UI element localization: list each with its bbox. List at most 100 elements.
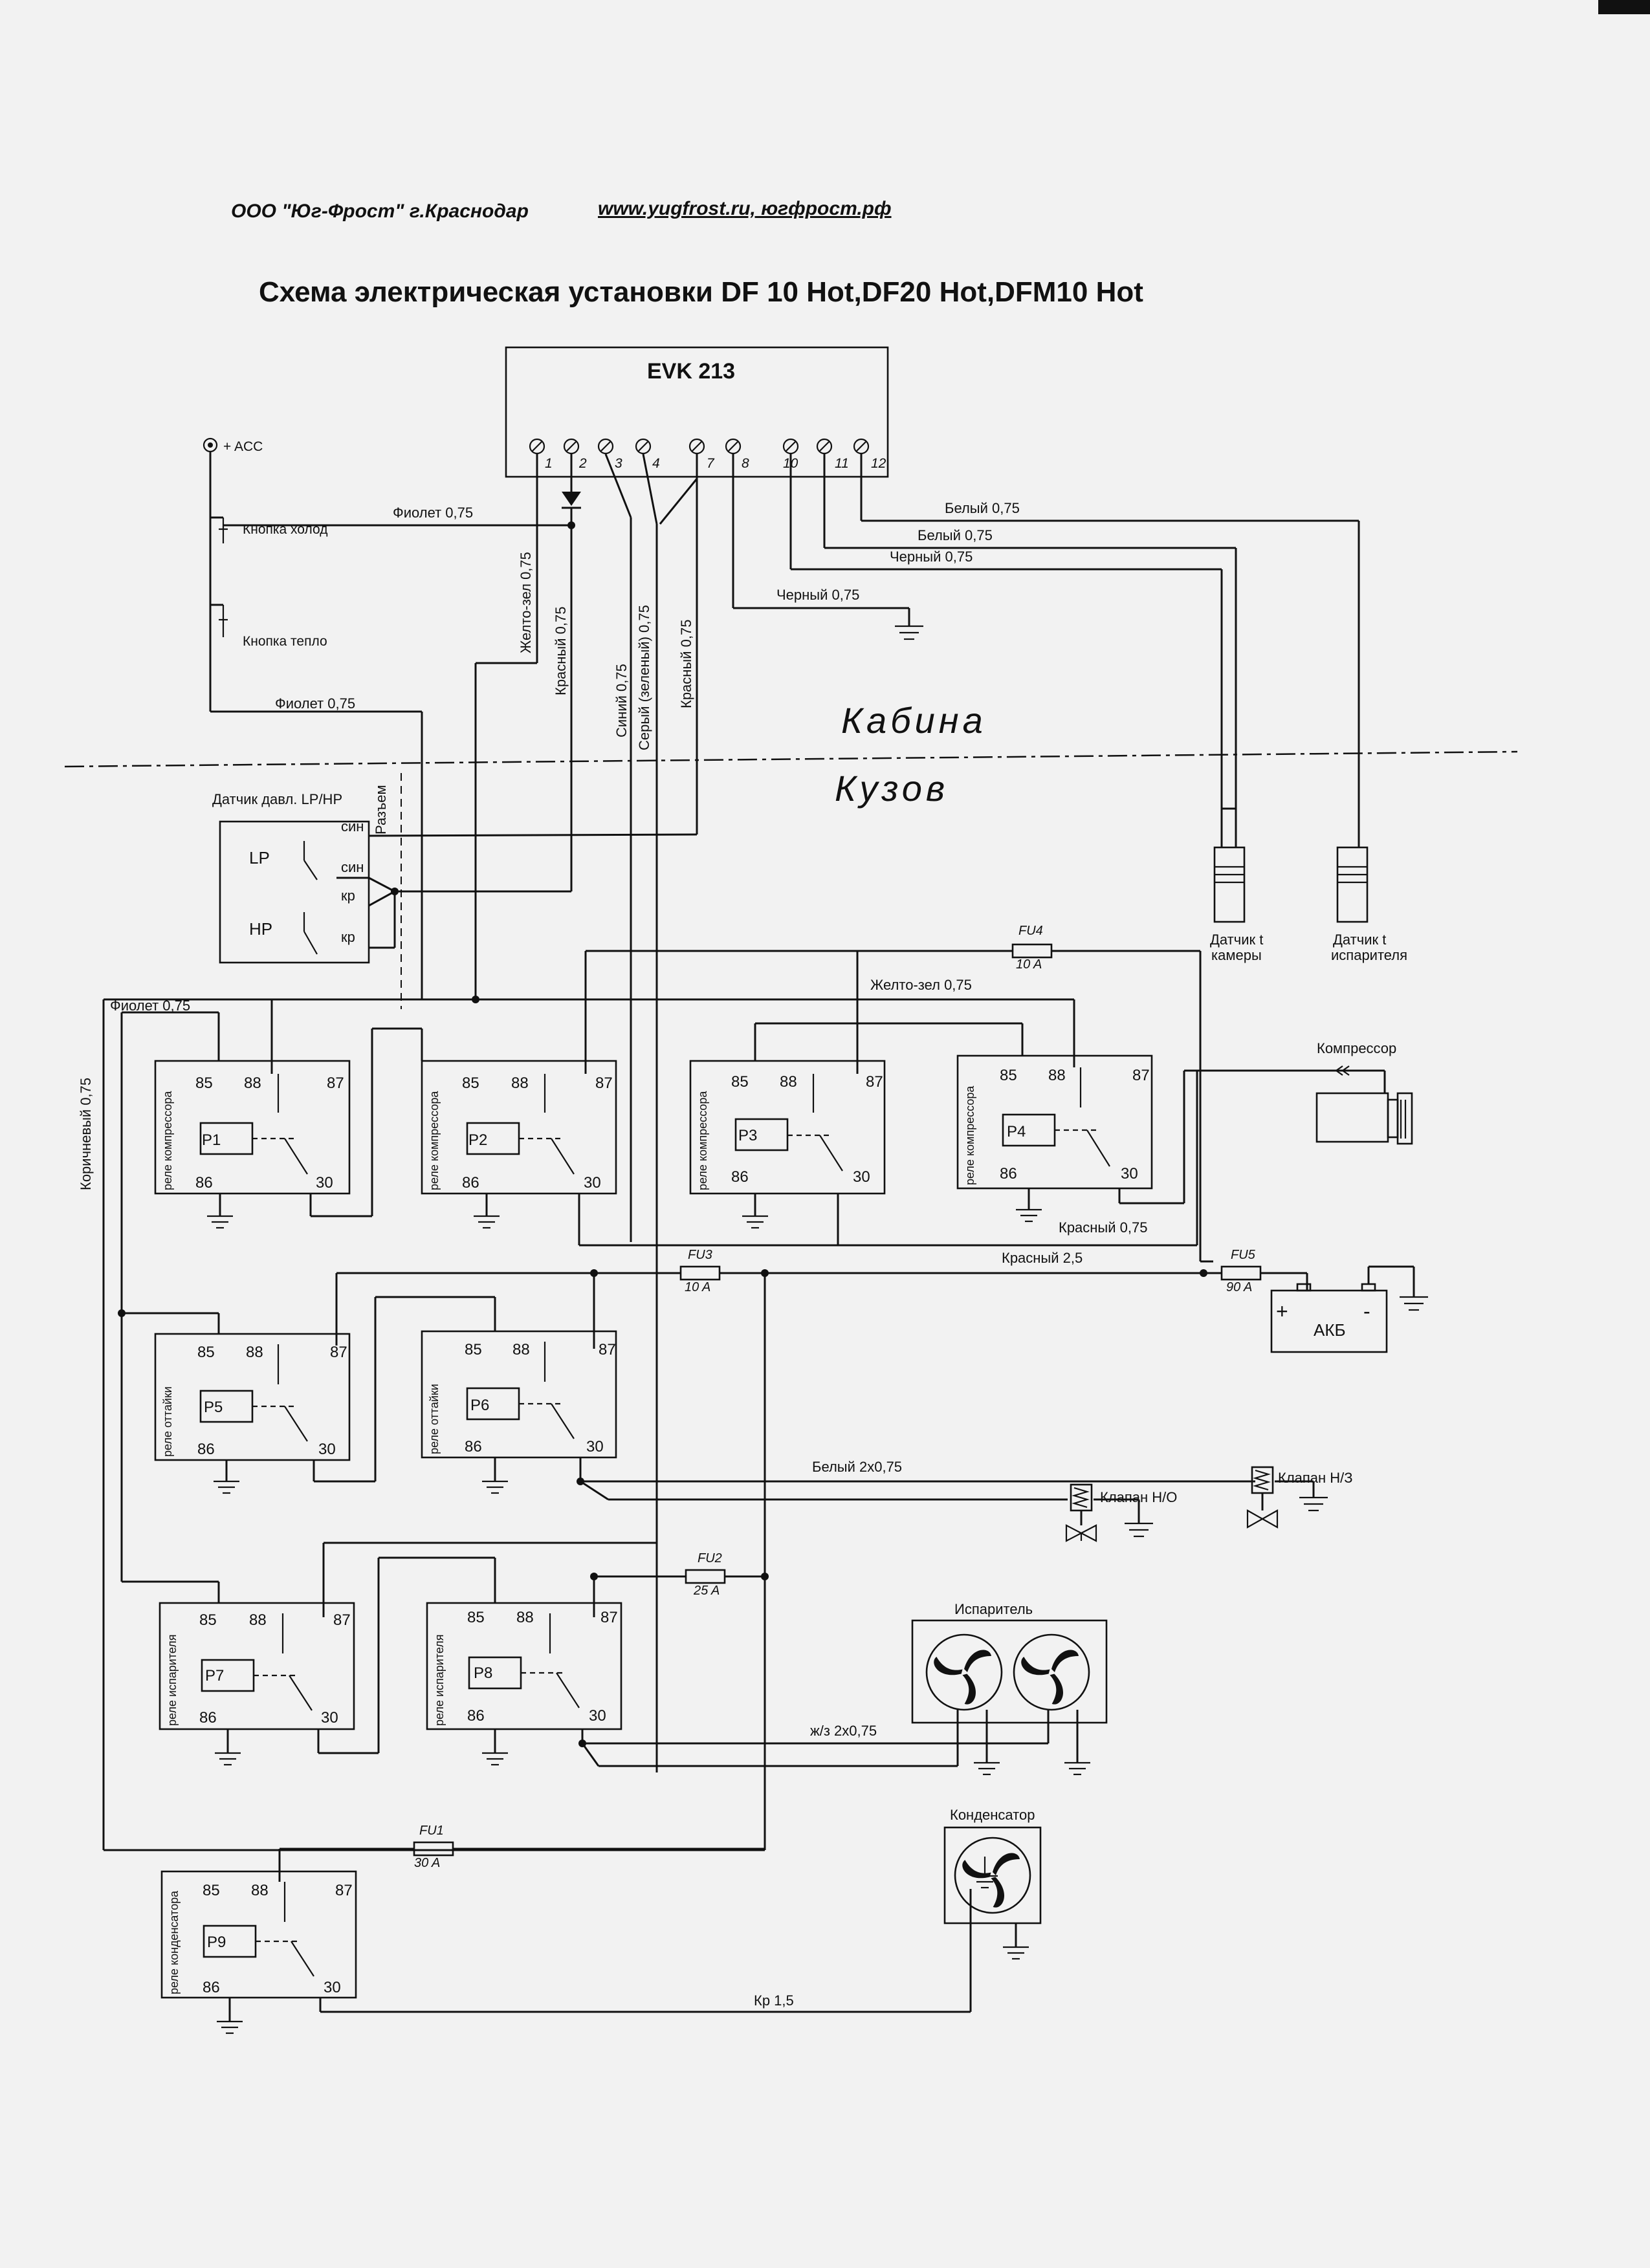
wire-label-red-h: Красный 0,75	[1059, 1219, 1147, 1236]
pin-85: 85	[199, 1611, 217, 1629]
pressure-sensor-wiring	[303, 773, 698, 1009]
fuse-fu2-name: FU2	[698, 1551, 722, 1565]
terminal-label-12: 12	[871, 456, 886, 471]
battery-plus: +	[1276, 1300, 1288, 1323]
wire-label-red-main: Красный 2,5	[1002, 1250, 1083, 1266]
relay-p8	[426, 1602, 622, 1753]
body-wiring	[102, 950, 1330, 2013]
relay-p5-caption: реле оттайки	[161, 1386, 174, 1457]
fuse-fu4	[1011, 943, 1053, 959]
evaporator-sensor-label-2: испарителя	[1331, 947, 1407, 963]
pressure-sensor-hp: HP	[249, 919, 272, 939]
wire-label-white-2: Белый 0,75	[918, 527, 993, 543]
valve-nc-label: Клапан Н/З	[1278, 1470, 1353, 1486]
fuse-fu4-name: FU4	[1018, 924, 1043, 938]
condenser-fan-icon	[943, 1826, 1042, 1960]
pin-88: 88	[1048, 1067, 1066, 1084]
pin-88: 88	[244, 1074, 261, 1092]
fuse-fu1-name: FU1	[419, 1824, 444, 1838]
pin-88: 88	[249, 1611, 267, 1629]
relay-p4-id: P4	[1007, 1123, 1026, 1140]
pin-87: 87	[866, 1073, 883, 1091]
chamber-temp-sensor	[1213, 807, 1246, 923]
pin-86: 86	[1000, 1165, 1017, 1183]
pin-30: 30	[321, 1709, 338, 1727]
pin-86: 86	[467, 1707, 485, 1725]
pin-87: 87	[330, 1344, 347, 1361]
relay-pin-numbers: 85 88 87 86 30 85 88 87 86 30 85 88 87 8…	[195, 1067, 1150, 1996]
pin-85: 85	[731, 1073, 749, 1091]
controller-name: EVK 213	[647, 359, 735, 384]
wire-label-red-v1: Красный 0,75	[553, 607, 569, 695]
pin-85: 85	[203, 1882, 220, 1899]
wire-label-violet-1: Фиолет 0,75	[393, 505, 473, 521]
pin-85: 85	[467, 1609, 485, 1626]
cold-button-label: Кнопка холод	[243, 522, 328, 537]
pin-86: 86	[462, 1174, 479, 1192]
pressure-pin-3: кр	[341, 888, 355, 904]
pressure-sensor-title: Датчик давл. LP/HP	[212, 791, 342, 807]
relay-p3-caption: реле компрессора	[696, 1091, 709, 1190]
chamber-sensor-label-2: камеры	[1211, 947, 1262, 963]
compressor-icon	[1315, 1065, 1413, 1145]
fuse-fu5-rating: 90 A	[1226, 1280, 1252, 1294]
wire-label-red-v2: Красный 0,75	[678, 620, 694, 708]
evaporator-temp-sensor	[1336, 841, 1369, 923]
relay-p6-id: P6	[470, 1397, 489, 1414]
terminal-label-8: 8	[742, 456, 749, 471]
wire-label-white-valves: Белый 2х0,75	[812, 1459, 902, 1475]
pin-88: 88	[780, 1073, 797, 1091]
relay-p7-id: P7	[205, 1667, 224, 1685]
relay-p5-id: P5	[204, 1399, 223, 1416]
terminal-label-11: 11	[835, 456, 849, 471]
wire-label-violet-3: Фиолет 0,75	[110, 998, 190, 1014]
terminal-label-1: 1	[545, 456, 553, 471]
battery-icon	[1270, 1265, 1428, 1353]
relay-p9-caption: реле конденсатора	[168, 1890, 181, 1994]
evaporator-fans-icon	[911, 1619, 1108, 1776]
pin-30: 30	[853, 1168, 870, 1186]
pin-88: 88	[246, 1344, 263, 1361]
relay-p7-caption: реле испарителя	[166, 1634, 179, 1726]
relay-p5	[154, 1333, 351, 1481]
battery-label: АКБ	[1314, 1320, 1346, 1340]
pin-88: 88	[512, 1341, 530, 1358]
website: www.yugfrost.ru, югфрост.рф	[598, 198, 892, 219]
pressure-sensor-lp: LP	[249, 848, 270, 867]
relay-p8-id: P8	[474, 1664, 492, 1682]
valve-no-label: Клапан Н/О	[1100, 1489, 1177, 1505]
relay-p3	[689, 1060, 886, 1216]
valve-nc-icon	[1246, 1466, 1328, 1529]
controller-terminals	[529, 438, 870, 455]
pin-87: 87	[335, 1882, 353, 1899]
fuse-fu1-rating: 30 A	[414, 1856, 440, 1870]
cabin-wiring	[203, 437, 1360, 1772]
relay-p2-id: P2	[468, 1131, 487, 1149]
relay-p8-caption: реле испарителя	[433, 1634, 446, 1726]
relay-p1-caption: реле компрессора	[161, 1091, 174, 1190]
pressure-pin-2: син	[341, 859, 364, 875]
pressure-pin-4: кр	[341, 929, 355, 945]
terminal-label-2: 2	[578, 456, 587, 471]
wire-label-brown-v: Коричневый 0,75	[78, 1078, 94, 1190]
pin-86: 86	[197, 1441, 215, 1458]
pin-86: 86	[731, 1168, 749, 1186]
pin-85: 85	[197, 1344, 215, 1361]
battery-minus: -	[1363, 1300, 1370, 1323]
wire-label-white-1: Белый 0,75	[945, 500, 1020, 516]
evaporator-sensor-label-1: Датчик t	[1333, 932, 1386, 948]
wire-label-violet-2: Фиолет 0,75	[275, 695, 355, 712]
evaporator-label: Испаритель	[954, 1601, 1033, 1617]
terminal-label-4: 4	[652, 456, 660, 471]
pressure-sensor-box	[219, 820, 370, 964]
relay-p2	[421, 1060, 617, 1216]
pin-30: 30	[1121, 1165, 1138, 1183]
valve-no-icon	[1065, 1483, 1153, 1542]
wire-label-yg-fans: ж/з 2х0,75	[810, 1723, 877, 1739]
zone-cabin-label: Кабина	[841, 700, 987, 741]
pin-85: 85	[465, 1341, 482, 1358]
fuse-fu3-rating: 10 A	[685, 1280, 710, 1294]
wire-label-blue-v: Синий 0,75	[613, 664, 630, 737]
pin-30: 30	[318, 1441, 336, 1458]
